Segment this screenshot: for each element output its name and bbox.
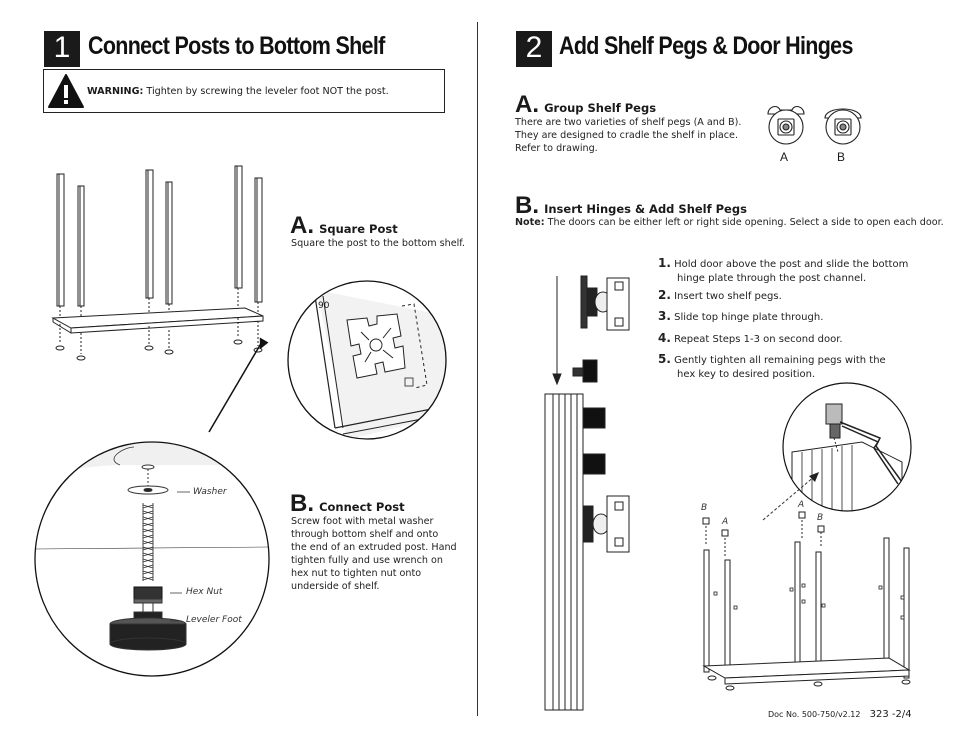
peg-label-b-right: B <box>817 513 824 523</box>
left-section-b-heading: B. Connect Post <box>290 492 405 516</box>
step-number-1: 1 <box>44 31 80 67</box>
thread-mark <box>142 510 154 515</box>
square-post-detail-circle <box>287 280 447 440</box>
hex-key-pointer <box>762 472 819 521</box>
warning-label: WARNING: <box>87 86 144 97</box>
left-section-a-text: Square the post to the bottom shelf. <box>291 238 465 249</box>
shelf-peg-b-icon <box>824 108 862 145</box>
thread-mark <box>142 558 154 563</box>
page-number: 323 -2/4 <box>869 709 912 720</box>
cabinet-frame-illustration <box>702 511 911 691</box>
thread-mark <box>142 576 154 581</box>
warning-text: Tighten by screwing the leveler foot NOT… <box>146 86 389 97</box>
left-section-a-letter: A. <box>290 212 314 239</box>
washer-callout: Washer <box>193 487 227 497</box>
peg-label-b: B <box>837 150 846 164</box>
posts-shelf-illustration <box>51 165 264 361</box>
leveler-foot-detail-circle <box>34 441 270 677</box>
thread-mark <box>142 516 154 521</box>
thread-mark <box>142 522 154 527</box>
right-section-a-letter: A. <box>515 91 539 118</box>
left-section-a-heading: A. Square Post <box>290 214 398 238</box>
hinge-post-illustration <box>544 275 630 711</box>
step-1-title: Connect Posts to Bottom Shelf <box>88 32 385 60</box>
instruction-step-2: 2. Insert two shelf pegs. <box>658 288 782 302</box>
leveler-foot-callout: Leveler Foot <box>186 615 242 625</box>
left-section-b-letter: B. <box>290 490 314 517</box>
hex-nut-callout: Hex Nut <box>186 587 223 597</box>
warning-triangle-icon <box>48 74 84 108</box>
right-section-b-letter: B. <box>515 192 539 219</box>
right-section-a-text: There are two varieties of shelf pegs (A… <box>515 117 742 154</box>
thread-mark <box>142 552 154 557</box>
thread-mark <box>142 564 154 569</box>
step-number-2: 2 <box>516 31 552 67</box>
right-section-b-note: Note: The doors can be either left or ri… <box>515 216 944 229</box>
instruction-step-4: 4. Repeat Steps 1-3 on second door. <box>658 331 843 345</box>
right-section-a-heading: A. Group Shelf Pegs <box>515 93 656 117</box>
left-section-a-title: Square Post <box>319 222 398 236</box>
peg-label-a-left: A <box>722 517 729 527</box>
peg-label-b-left: B <box>701 503 708 513</box>
right-section-b-heading: B. Insert Hinges & Add Shelf Pegs <box>515 194 747 218</box>
thread-mark <box>142 504 154 509</box>
detail-arrow <box>208 337 269 433</box>
page-divider <box>477 22 478 716</box>
note-label: Note: <box>515 217 545 228</box>
left-section-b-text: Screw foot with metal washer through bot… <box>291 516 457 592</box>
thread-mark <box>142 540 154 545</box>
instruction-steps: 1. Hold door above the post and slide th… <box>658 256 908 382</box>
peg-label-a-right: A <box>798 500 805 510</box>
thread-mark <box>142 546 154 551</box>
right-section-b-title: Insert Hinges & Add Shelf Pegs <box>544 202 747 216</box>
shelf-peg-a-icon <box>767 105 805 145</box>
thread-mark <box>142 528 154 533</box>
instruction-step-1: 1. Hold door above the post and slide th… <box>658 256 909 284</box>
peg-label-a: A <box>780 150 789 164</box>
step-2-title: Add Shelf Pegs & Door Hinges <box>559 32 853 60</box>
warning-box: WARNING: Tighten by screwing the leveler… <box>43 69 445 113</box>
instruction-step-3: 3. Slide top hinge plate through. <box>658 309 824 323</box>
doc-number: Doc No. 500-750/v2.12 <box>768 710 861 719</box>
right-section-a-title: Group Shelf Pegs <box>544 101 657 115</box>
thread-mark <box>142 570 154 575</box>
left-section-b-title: Connect Post <box>319 500 405 514</box>
instruction-step-5: 5. Gently tighten all remaining pegs wit… <box>658 352 886 380</box>
note-text: The doors can be either left or right si… <box>547 217 944 228</box>
angle-label-90: 90 <box>318 301 330 311</box>
footer: Doc No. 500-750/v2.12 323 -2/4 <box>768 702 912 721</box>
thread-mark <box>142 534 154 539</box>
